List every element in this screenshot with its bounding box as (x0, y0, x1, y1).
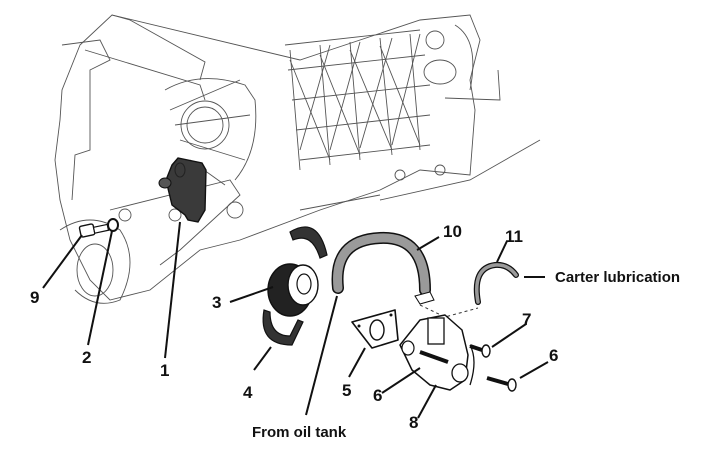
callout-3: 3 (212, 293, 221, 312)
callout-5: 5 (342, 381, 351, 400)
leader-6a (381, 367, 421, 394)
leader-6b (519, 361, 549, 379)
leader-4 (253, 346, 272, 371)
callout-11: 11 (505, 227, 523, 246)
leader-3 (229, 286, 274, 303)
part-bolt (78, 223, 110, 238)
callout-labels: 9 2 1 3 4 5 6 8 7 6 10 11 (30, 222, 558, 432)
part-lubrication-hose (473, 261, 519, 305)
part-short-screw (469, 344, 491, 358)
part-pump-gasket (351, 309, 399, 349)
leader-9 (42, 234, 83, 289)
annotation-carter-lubrication: Carter lubrication (555, 269, 680, 286)
part-washer (107, 218, 119, 232)
part-long-screw (486, 376, 517, 392)
leader-from-oil-tank (305, 295, 338, 416)
leader-lines (42, 221, 549, 419)
leader-5 (348, 347, 366, 378)
part-lower-belt (262, 309, 304, 346)
callout-7: 7 (522, 310, 531, 329)
part-oil-pump-cover (158, 157, 207, 223)
leader-7 (491, 323, 527, 348)
part-drive-gear (267, 263, 319, 317)
callout-1: 1 (160, 361, 169, 380)
callout-8: 8 (409, 413, 418, 432)
leader-11 (496, 240, 508, 263)
hose-connection-dashes (419, 304, 479, 318)
leader-2 (87, 230, 113, 346)
callout-4: 4 (243, 383, 253, 402)
annotation-from-oil-tank: From oil tank (252, 424, 347, 441)
callout-2: 2 (82, 348, 91, 367)
crankcase-outline (54, 14, 541, 304)
part-oil-feed-hose (331, 231, 435, 305)
callout-9: 9 (30, 288, 39, 307)
callout-6a: 6 (373, 386, 382, 405)
lattice-ribs (284, 29, 431, 171)
part-upper-belt (289, 226, 328, 259)
leader-1 (164, 221, 181, 359)
callout-10: 10 (443, 222, 462, 241)
callout-6b: 6 (549, 346, 558, 365)
leader-8 (417, 384, 437, 419)
part-oil-pump (399, 314, 475, 391)
leader-10 (416, 236, 440, 251)
